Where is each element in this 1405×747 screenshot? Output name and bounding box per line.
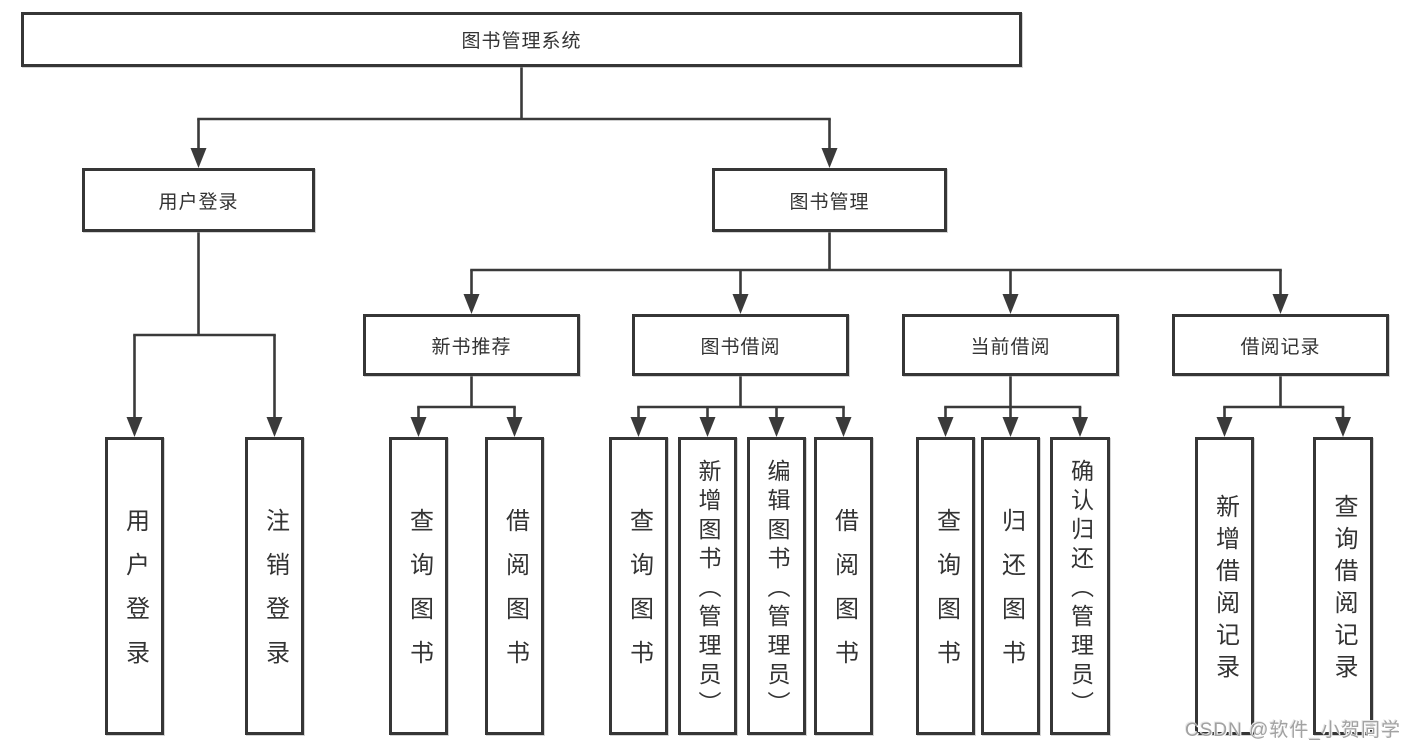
leaf-label: 借阅图书 [501,508,529,684]
csdn-watermark: CSDN @软件_小贺同学 [1185,720,1401,741]
node-label: 用户登录 [158,191,239,213]
leaf-return-book: 归还图书 [981,437,1040,735]
leaf-label: 确认归还（管理员） [1067,458,1094,720]
node-new-book-recommend: 新书推荐 [363,314,580,376]
leaf-borrow-book: 借阅图书 [814,437,873,735]
leaf-label: 编辑图书（管理员） [764,458,790,720]
leaf-query-borrow-record: 查询借阅记录 [1313,437,1373,735]
leaf-label: 新增图书（管理员） [695,458,721,720]
node-book-borrowing: 图书借阅 [632,314,849,376]
leaf-user-login: 用户登录 [105,437,164,735]
leaf-query-book-current: 查询图书 [916,437,975,735]
node-label: 图书管理 [789,191,870,213]
leaf-label: 查询图书 [405,508,433,684]
node-user-login: 用户登录 [82,168,315,232]
node-root-library-system: 图书管理系统 [21,12,1022,67]
leaf-label: 新增借阅记录 [1211,494,1239,686]
node-label: 借阅记录 [1240,336,1321,358]
leaf-logout: 注销登录 [245,437,304,735]
leaf-label: 归还图书 [997,508,1025,684]
leaf-label: 查询借阅记录 [1330,494,1357,686]
leaf-query-book-borrowing: 查询图书 [609,437,668,735]
leaf-label: 借阅图书 [830,508,858,684]
leaf-add-book-admin: 新增图书（管理员） [678,437,737,735]
node-current-borrowing: 当前借阅 [902,314,1119,376]
node-label: 新书推荐 [431,336,512,358]
leaf-confirm-return-admin: 确认归还（管理员） [1050,437,1110,735]
leaf-query-book-recommend: 查询图书 [389,437,448,735]
node-label: 当前借阅 [970,336,1051,358]
leaf-label: 注销登录 [261,508,289,684]
leaf-label: 查询图书 [932,508,960,684]
leaf-label: 查询图书 [625,508,653,684]
node-book-management: 图书管理 [712,168,947,232]
leaf-add-borrow-record: 新增借阅记录 [1195,437,1254,735]
node-borrowing-records: 借阅记录 [1172,314,1389,376]
node-label: 图书管理系统 [461,31,582,52]
leaf-label: 用户登录 [121,508,149,684]
leaf-borrow-book-recommend: 借阅图书 [485,437,544,735]
node-label: 图书借阅 [700,336,781,358]
leaf-edit-book-admin: 编辑图书（管理员） [747,437,806,735]
